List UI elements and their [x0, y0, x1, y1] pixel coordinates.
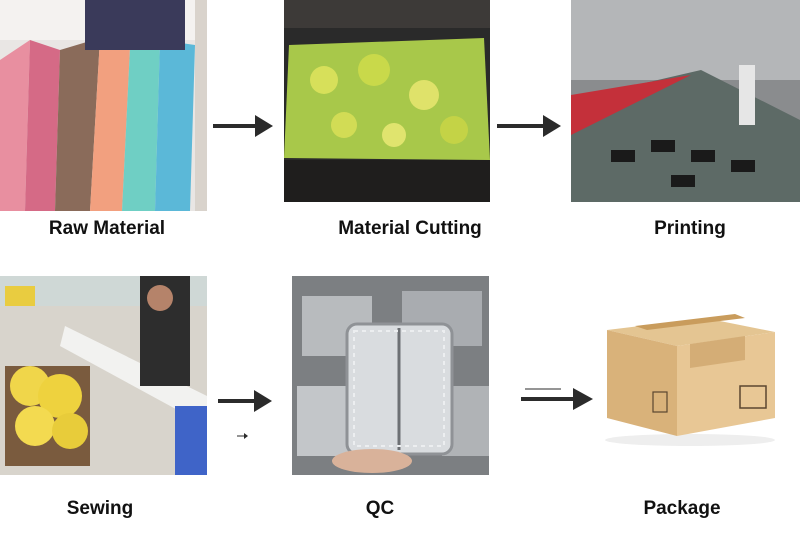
step-label-material-cutting: Material Cutting [338, 218, 482, 239]
package-photo [595, 300, 785, 450]
qc-photo [292, 276, 489, 475]
printing-photo [571, 0, 800, 202]
step-label-sewing: Sewing [66, 498, 134, 519]
step-label-package: Package [643, 498, 721, 519]
arrow-right-small-icon [237, 431, 249, 441]
step-label-qc: QC [365, 498, 395, 519]
raw-material-photo [0, 0, 207, 211]
step-label-raw-material: Raw Material [48, 218, 166, 239]
arrow-right-icon [497, 112, 563, 140]
sewing-photo [0, 276, 207, 475]
arrow-right-icon [521, 385, 595, 413]
material-cutting-photo [284, 0, 490, 202]
arrow-right-icon [218, 387, 274, 415]
arrow-right-icon [213, 112, 275, 140]
step-label-printing: Printing [654, 218, 726, 239]
